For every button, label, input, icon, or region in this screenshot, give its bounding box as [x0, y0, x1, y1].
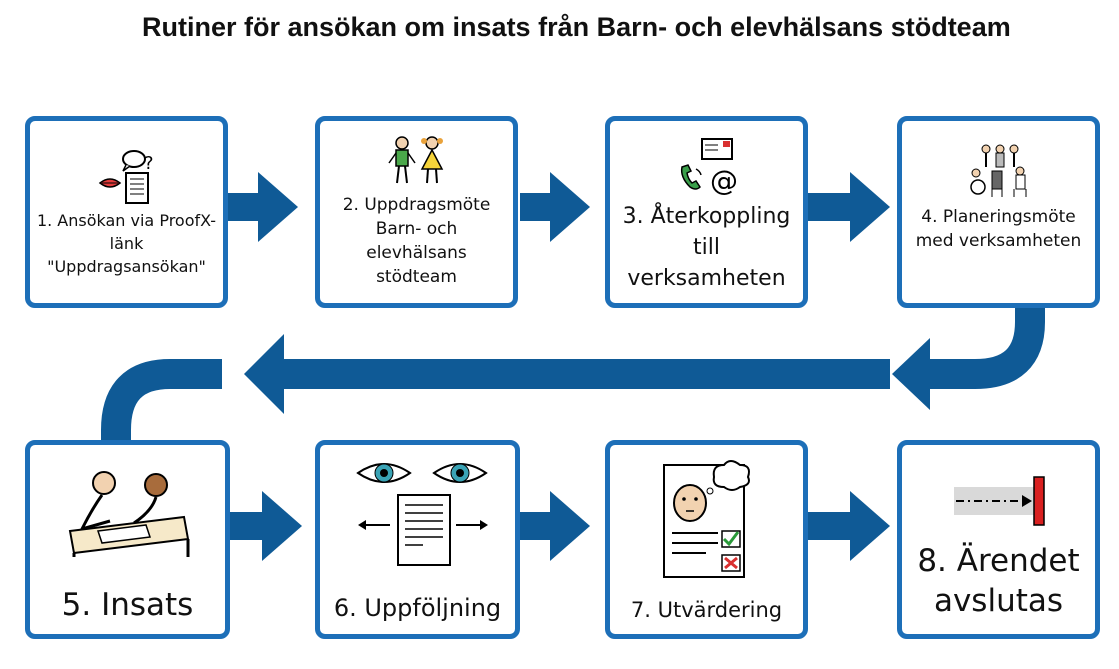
step-5-box: 5. Insats: [25, 440, 230, 639]
arrow-3-4: [808, 172, 890, 242]
step-4-box: 4. Planeringsmöte med verksamheten: [897, 116, 1100, 308]
step-3-label: 3. Återkoppling till verksamheten: [622, 204, 791, 291]
step-6-label: 6. Uppföljning: [333, 594, 502, 622]
svg-text:@: @: [710, 164, 738, 195]
step-8-label: 8. Ärendet avslutas: [917, 543, 1080, 619]
step-7-label: 7. Utvärdering: [630, 598, 783, 622]
step-8-box: 8. Ärendet avslutas: [897, 440, 1100, 639]
end-line-icon: [954, 476, 1045, 526]
step-2-box: 2. Uppdragsmöte Barn- och elevhälsans st…: [315, 116, 518, 308]
return-arrow-head-left: [244, 334, 284, 414]
contact-icon: @: [680, 138, 738, 195]
step-6-box: 6. Uppföljning: [315, 440, 520, 639]
step-3-box: @ 3. Återkoppling till verksamheten: [605, 116, 808, 308]
svg-text:?: ?: [144, 153, 154, 174]
step-2-label: 2. Uppdragsmöte Barn- och elevhälsans st…: [342, 195, 491, 287]
step-4-label: 4. Planeringsmöte med verksamheten: [915, 207, 1082, 251]
step-7-box: 7. Utvärdering: [605, 440, 808, 639]
application-form-icon: ?: [98, 150, 154, 204]
arrow-5-6: [230, 491, 302, 561]
evaluation-icon: [663, 460, 750, 578]
step-5-label: 5. Insats: [61, 587, 194, 623]
arrow-6-7: [520, 491, 590, 561]
return-arrow-head-right: [892, 338, 930, 410]
eyes-document-icon: [356, 463, 488, 566]
return-arrow: [101, 308, 1045, 440]
diagram-title: Rutiner för ansökan om insats från Barn-…: [142, 12, 1011, 42]
meeting-icon: [970, 144, 1027, 197]
working-together-icon: [68, 471, 190, 557]
children-icon: [388, 136, 444, 184]
arrow-2-3: [520, 172, 590, 242]
step-1-box: ? 1. Ansökan via ProofX-länk "Uppdragsan…: [25, 116, 228, 308]
step-1-label: 1. Ansökan via ProofX-länk "Uppdragsansö…: [36, 211, 217, 276]
arrow-1-2: [228, 172, 298, 242]
arrow-7-8: [808, 491, 890, 561]
